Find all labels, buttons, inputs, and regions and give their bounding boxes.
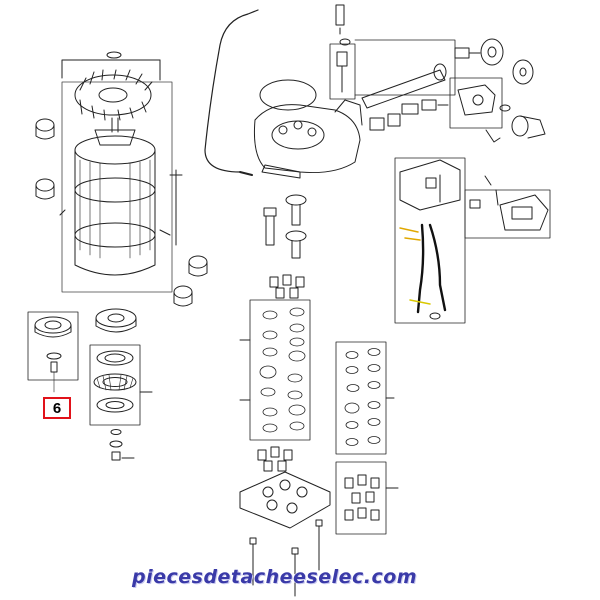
unloader-body-frame — [449, 77, 503, 129]
valve-set-2 — [257, 446, 293, 472]
bottom-bolt — [111, 451, 135, 461]
bearing-cap — [34, 316, 72, 338]
fan-impeller — [74, 69, 153, 121]
top-pin — [335, 4, 351, 46]
unloader-frame — [354, 39, 456, 96]
fan-clip — [106, 51, 122, 59]
o-ring-large — [259, 79, 317, 111]
switch-actuator — [469, 175, 549, 231]
washer — [46, 352, 62, 360]
unloader-body — [457, 84, 501, 143]
seal-kit-frame-right — [335, 341, 395, 455]
bearing-frame — [89, 344, 153, 426]
pressure-hose — [204, 9, 259, 176]
motor-group-frame — [61, 59, 173, 293]
motor-body — [59, 117, 183, 276]
small-parts-frame — [27, 311, 79, 381]
thrust-bearing — [93, 373, 137, 391]
small-washer-b — [109, 440, 123, 448]
outlet-nozzle — [499, 104, 546, 139]
screw — [50, 361, 58, 393]
seal-kit-frame-center — [239, 299, 311, 441]
part-number-label: 6 — [52, 399, 62, 417]
switch-actuator-frame — [464, 189, 551, 239]
seal-cup — [95, 308, 137, 333]
rubber-mount-2 — [35, 178, 55, 200]
small-washer-a — [110, 429, 122, 435]
pump-head-body — [254, 99, 363, 179]
unloader-piston — [361, 38, 534, 109]
rubber-mount-1 — [35, 118, 55, 140]
rubber-mount-4 — [173, 285, 193, 307]
valve-set-1 — [269, 274, 305, 299]
switch-box — [399, 159, 461, 211]
valve-screws-top — [263, 194, 307, 259]
seal-kit-right — [344, 348, 381, 446]
ring-1 — [96, 350, 134, 366]
seal-kit-center — [259, 307, 306, 433]
rubber-mount-3 — [188, 255, 208, 277]
long-bolts — [249, 519, 323, 597]
manifold-block — [239, 471, 331, 529]
valve-kit-frame-right — [335, 461, 399, 535]
ring-2 — [96, 397, 134, 413]
valve-fittings-row — [369, 99, 449, 131]
wiring-harness — [399, 223, 447, 320]
part-number-callout: 6 — [43, 397, 71, 419]
switch-frame — [394, 157, 466, 324]
pressure-switch-frame — [329, 43, 356, 100]
site-watermark: piecesdetacheeselec.com — [132, 566, 418, 588]
